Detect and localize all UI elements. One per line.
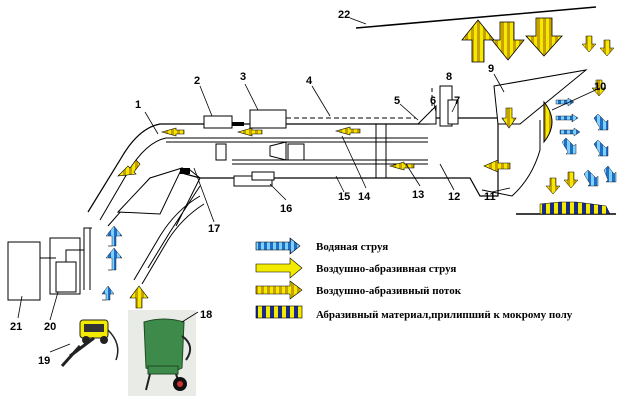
label-14: 14 (358, 191, 371, 203)
hopper-9 (493, 69, 588, 125)
label-3: 3 (240, 71, 246, 83)
valve-block (287, 143, 305, 161)
label-6: 6 (430, 95, 436, 107)
legend-jet-label: Воздушно-абразивная струя (316, 263, 456, 275)
label-15: 15 (338, 191, 350, 203)
container-21 (7, 241, 41, 301)
legend-water-swatch (255, 237, 301, 255)
legend-flow-label: Воздушно-абразивный поток (316, 285, 462, 297)
ceiling-jet-arrows (461, 17, 563, 63)
label-10: 10 (594, 81, 606, 93)
water-pipe (83, 228, 91, 290)
label-5: 5 (394, 95, 400, 107)
tube-inner (99, 137, 428, 221)
label-1: 1 (135, 99, 141, 111)
label-7: 7 (454, 95, 460, 107)
ceiling-line (355, 6, 597, 29)
nozzle-cone (269, 141, 287, 161)
nozzle-skirt-11 (481, 120, 541, 197)
legend-material-swatch (255, 305, 303, 319)
flow-arrows (117, 107, 517, 177)
label-16: 16 (280, 203, 292, 215)
abrasive-inlet-arrow (129, 285, 149, 309)
abrasive-inlet-pipe (133, 195, 205, 285)
legend-material-label: Абразивный материал,прилипший к мокрому … (316, 309, 573, 321)
pump-20-chamber (55, 261, 77, 293)
label-4: 4 (306, 75, 313, 87)
label-17: 17 (208, 223, 220, 235)
legend: Водяная струя Воздушно-абразивная струя … (255, 237, 573, 321)
wet-abrasive-layer (539, 201, 611, 215)
tube-outer (87, 117, 499, 213)
seal-b (232, 122, 244, 126)
seal-a (180, 168, 190, 174)
reflected-flow-arrows (545, 35, 615, 195)
label-9: 9 (488, 63, 494, 75)
label-2: 2 (194, 75, 200, 87)
label-13: 13 (412, 189, 424, 201)
connector-block (215, 143, 227, 161)
legend-jet-swatch (255, 257, 303, 279)
legend-flow-swatch (255, 280, 303, 300)
label-12: 12 (448, 191, 460, 203)
spray-disc-10 (543, 100, 553, 144)
water-jet-arrows (101, 97, 617, 301)
sandblast-machine-18 (128, 310, 196, 396)
label-20: 20 (44, 321, 56, 333)
pressure-washer-19 (60, 319, 119, 368)
part-7 (447, 99, 459, 125)
label-11: 11 (484, 191, 496, 203)
label-22: 22 (338, 9, 350, 21)
leader-lines (17, 17, 601, 353)
label-18: 18 (200, 309, 212, 321)
deflector-5 (416, 104, 437, 125)
legend-water-label: Водяная струя (316, 241, 388, 253)
label-8: 8 (446, 71, 452, 83)
label-19: 19 (38, 355, 50, 367)
unit-2 (203, 115, 233, 129)
unit-3 (249, 109, 287, 129)
clamp-16b (251, 171, 275, 181)
label-21: 21 (10, 321, 22, 333)
